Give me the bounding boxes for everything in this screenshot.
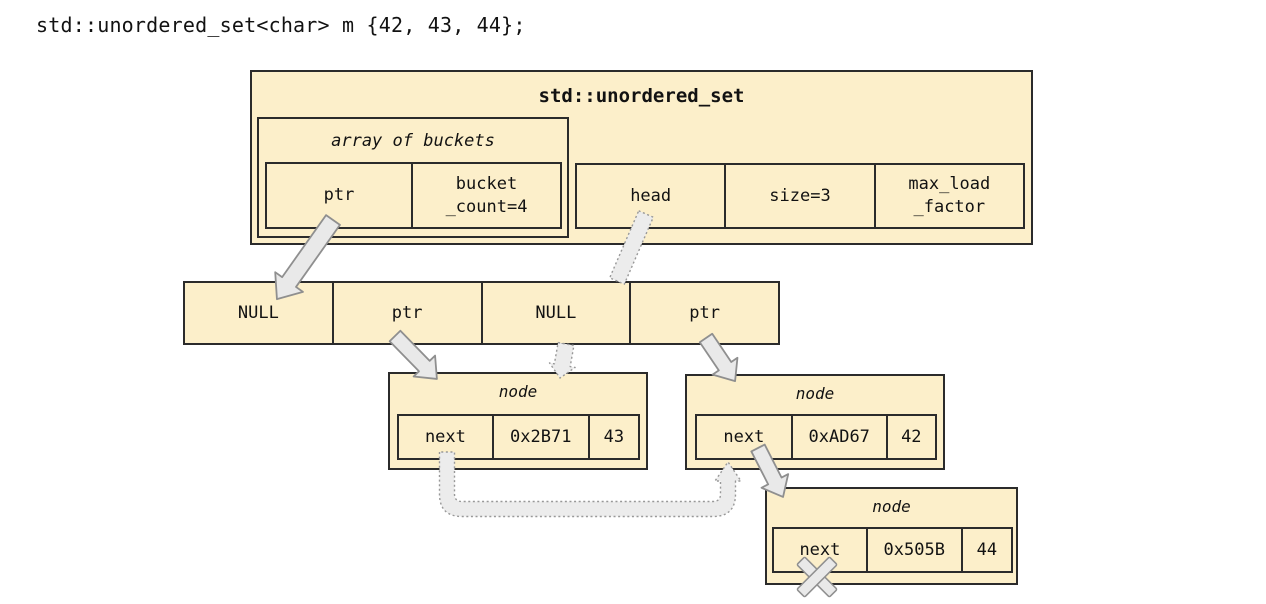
node-43-value-cell: 43 bbox=[587, 416, 638, 458]
bucket-cell-0-label: NULL bbox=[237, 302, 279, 323]
bucket-count-line2: _count=4 bbox=[445, 196, 528, 217]
bucket-array-row: ptr bucket _count=4 bbox=[265, 162, 562, 229]
node-44-next-cell: next bbox=[774, 529, 866, 571]
max-load-factor-cell: max_load _factor bbox=[873, 165, 1023, 227]
node-43-title: node bbox=[498, 382, 538, 401]
bucket-row: NULL ptr NULL ptr bbox=[183, 281, 780, 345]
node-42-next-label: next bbox=[723, 426, 765, 447]
bucket-cell-3-label: ptr bbox=[689, 302, 720, 323]
bucket-array-label: array of buckets bbox=[331, 131, 495, 151]
node-44-value: 44 bbox=[976, 539, 998, 560]
node-44-value-cell: 44 bbox=[960, 529, 1011, 571]
node-43-next-cell: next bbox=[399, 416, 492, 458]
unordered-set-title: std::unordered_set bbox=[538, 85, 745, 107]
bucket-cell-1-label: ptr bbox=[391, 302, 423, 323]
node-42-value: 42 bbox=[901, 426, 922, 447]
bucket-cell-0: NULL bbox=[185, 283, 332, 343]
node-42-title: node bbox=[795, 384, 835, 403]
bucket-count-line1: bucket bbox=[455, 173, 518, 194]
bucket-cell-2-label: NULL bbox=[535, 302, 577, 323]
node-43-value: 43 bbox=[603, 426, 625, 447]
bucket-array-ptr-label: ptr bbox=[323, 185, 355, 205]
code-line: std::unordered_set<char> m {42, 43, 44}; bbox=[36, 13, 526, 37]
bucket-cell-2: NULL bbox=[480, 283, 630, 343]
node-44-row: next 0x505B 44 bbox=[772, 527, 1013, 573]
node-42-hash-value: 0xAD67 bbox=[808, 426, 870, 447]
fields-row: head size=3 max_load _factor bbox=[575, 163, 1025, 229]
head-label: head bbox=[630, 185, 672, 206]
node-42-next-cell: next bbox=[697, 416, 791, 458]
size-cell: size=3 bbox=[724, 165, 873, 227]
head-cell: head bbox=[577, 165, 724, 227]
node-42-value-cell: 42 bbox=[885, 416, 935, 458]
node-43-hash-cell: 0x2B71 bbox=[491, 416, 588, 458]
size-label: size=3 bbox=[769, 185, 831, 206]
node-44-title: node bbox=[872, 497, 911, 516]
node-44-hash-value: 0x505B bbox=[883, 539, 945, 560]
max-load-factor-line1: max_load bbox=[908, 174, 991, 194]
node-44-next-label: next bbox=[799, 539, 841, 560]
max-load-factor-line2: _factor bbox=[913, 197, 986, 217]
bucket-count-cell: bucket _count=4 bbox=[411, 164, 560, 227]
node-44-hash-cell: 0x505B bbox=[865, 529, 961, 571]
node-43-row: next 0x2B71 43 bbox=[397, 414, 640, 460]
node-43-hash-value: 0x2B71 bbox=[510, 426, 572, 447]
bucket-cell-3: ptr bbox=[629, 283, 778, 343]
node-42-row: next 0xAD67 42 bbox=[695, 414, 937, 460]
node-42-hash-cell: 0xAD67 bbox=[790, 416, 886, 458]
bucket-cell-1: ptr bbox=[331, 283, 481, 343]
node-43-next-label: next bbox=[424, 426, 466, 447]
bucket-array-ptr-cell: ptr bbox=[267, 164, 411, 227]
